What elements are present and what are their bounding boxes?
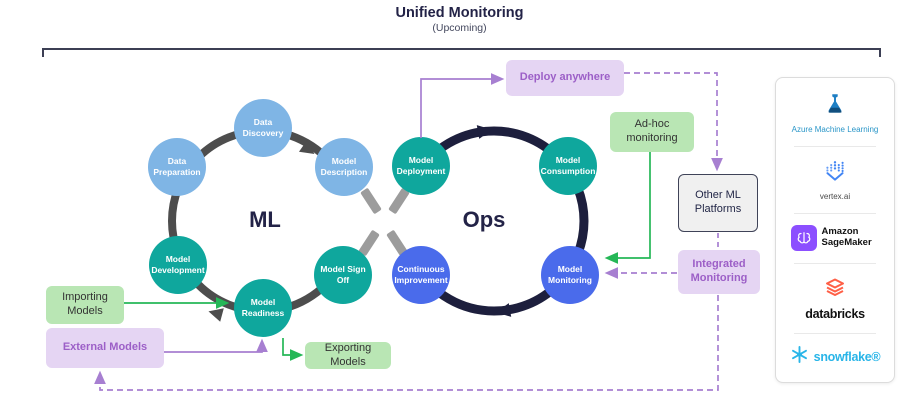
external-models-box: External Models bbox=[46, 328, 164, 368]
platform-label: Amazon SageMaker bbox=[821, 226, 872, 248]
platform-azure-ml: Azure Machine Learning bbox=[791, 91, 879, 134]
platform-snowflake: snowflake® bbox=[790, 345, 881, 369]
platform-label: snowflake® bbox=[813, 350, 881, 364]
divider bbox=[794, 332, 876, 334]
node-model-consumption: Model Consumption bbox=[539, 137, 597, 195]
platform-label: Azure Machine Learning bbox=[791, 125, 879, 134]
divider bbox=[794, 145, 876, 147]
node-label: Model Consumption bbox=[540, 154, 596, 176]
divider bbox=[794, 212, 876, 214]
node-model-monitoring: Model Monitoring bbox=[541, 246, 599, 304]
node-label: Continuous Improvement bbox=[394, 263, 448, 285]
node-label: Model Description bbox=[320, 155, 368, 177]
platform-vertex-ai: vertex.ai bbox=[820, 158, 850, 201]
node-label: Model Readiness bbox=[241, 296, 285, 318]
node-data-preparation: Data Preparation bbox=[148, 138, 206, 196]
node-label: Model Deployment bbox=[396, 154, 446, 176]
node-model-sign-off: Model Sign Off bbox=[314, 246, 372, 304]
node-model-description: Model Description bbox=[315, 138, 373, 196]
node-model-development: Model Development bbox=[149, 236, 207, 294]
importing-models-box: Importing Models bbox=[46, 286, 124, 324]
ops-cycle-label: Ops bbox=[462, 207, 506, 232]
platform-databricks: databricks bbox=[805, 275, 865, 321]
node-label: Data Preparation bbox=[153, 155, 201, 177]
databricks-icon bbox=[823, 275, 847, 304]
node-model-readiness: Model Readiness bbox=[234, 279, 292, 337]
other-ml-platforms-box: Other ML Platforms bbox=[678, 174, 758, 232]
platform-sagemaker: Amazon SageMaker bbox=[790, 225, 880, 251]
exporting-models-box: Exporting Models bbox=[305, 342, 391, 369]
page-title: Unified Monitoring bbox=[395, 5, 524, 21]
node-label: Data Discovery bbox=[242, 116, 284, 138]
integrated-monitoring-box: Integrated Monitoring bbox=[678, 250, 760, 294]
node-model-deployment: Model Deployment bbox=[392, 137, 450, 195]
platform-label: databricks bbox=[805, 307, 865, 321]
azure-ml-flask-icon bbox=[822, 91, 848, 122]
divider bbox=[794, 262, 876, 264]
deploy-anywhere-box: Deploy anywhere bbox=[506, 60, 624, 96]
platform-label: vertex.ai bbox=[819, 192, 851, 201]
page-subtitle: (Upcoming) bbox=[432, 22, 487, 34]
ml-cycle-label: ML bbox=[249, 207, 281, 232]
node-label: Model Sign Off bbox=[320, 263, 366, 285]
node-label: Model Development bbox=[151, 253, 205, 275]
adhoc-monitoring-box: Ad-hoc monitoring bbox=[610, 112, 694, 152]
node-continuous-improvement: Continuous Improvement bbox=[392, 246, 450, 304]
snowflake-icon bbox=[790, 345, 809, 369]
title-block: Unified Monitoring (Upcoming) bbox=[42, 5, 877, 34]
vertex-ai-icon bbox=[822, 158, 848, 189]
ml-platforms-card: Azure Machine Learning ver bbox=[775, 77, 895, 383]
node-data-discovery: Data Discovery bbox=[234, 99, 292, 157]
sagemaker-icon bbox=[790, 225, 817, 251]
unified-monitoring-bracket bbox=[42, 48, 881, 57]
node-label: Model Monitoring bbox=[548, 263, 592, 285]
